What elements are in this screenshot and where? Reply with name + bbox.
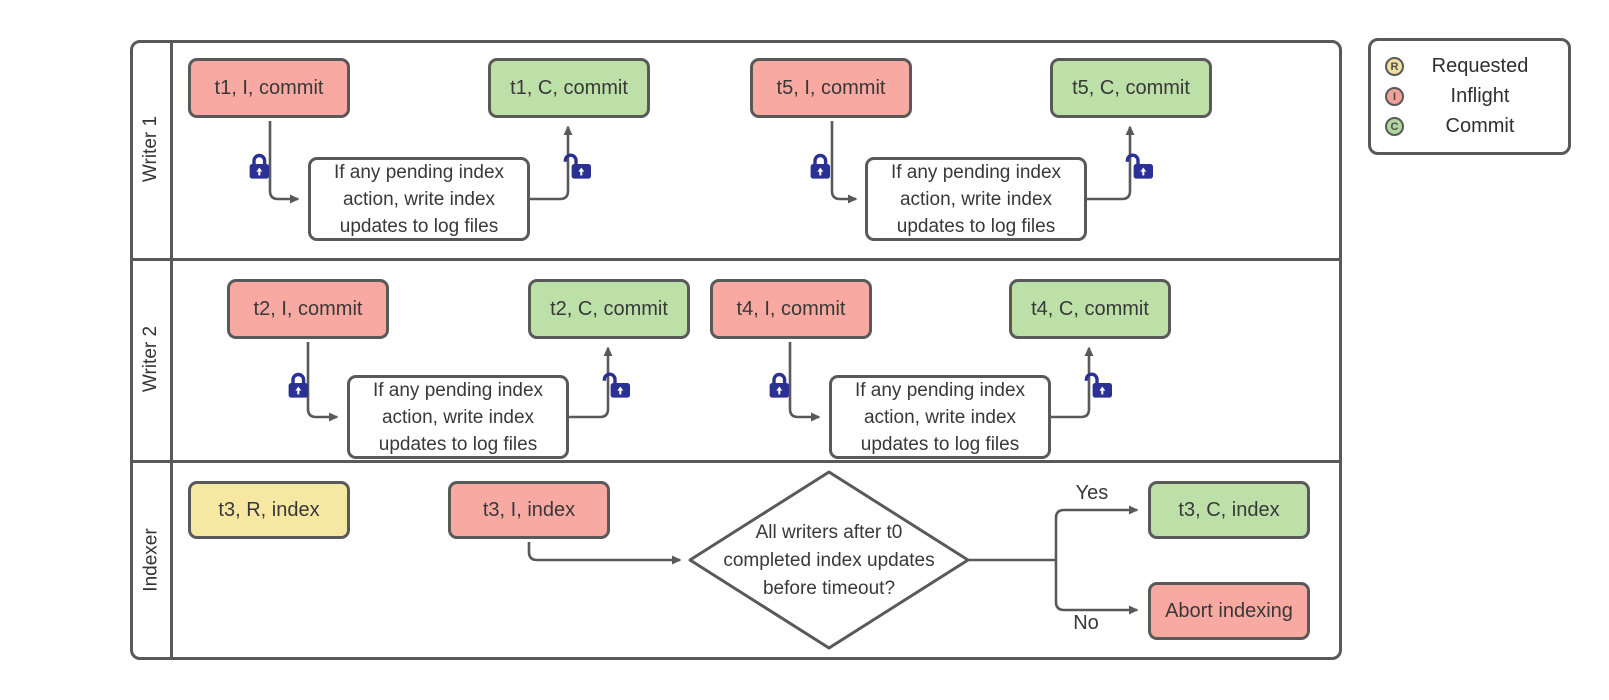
node-t1-commit: t1, C, commit	[488, 58, 650, 118]
lock-icon	[286, 372, 310, 400]
node-t4-process: If any pending index action, write index…	[829, 375, 1051, 459]
requested-state-icon: R	[1385, 57, 1404, 76]
decision-diamond	[688, 470, 970, 650]
node-t4-commit: t4, C, commit	[1009, 279, 1171, 339]
legend-label-inflight: Inflight	[1450, 85, 1510, 107]
decision-question: All writers after t0 completed index upd…	[723, 522, 935, 599]
connector-t5-inflight-to-process	[830, 121, 858, 204]
connector-t1-inflight-to-process	[268, 121, 300, 204]
legend-row-requested: R Requested	[1385, 55, 1556, 78]
node-t5-inflight: t5, I, commit	[750, 58, 912, 118]
node-t5-commit: t5, C, commit	[1050, 58, 1212, 118]
connector-t2-process-to-commit	[569, 346, 613, 419]
connector-t3-inflight-to-decision	[527, 542, 682, 565]
lane-separator-2	[130, 460, 1342, 463]
connector-no-branch	[1054, 560, 1139, 615]
node-t2-process: If any pending index action, write index…	[347, 375, 569, 459]
node-t5-process: If any pending index action, write index…	[865, 157, 1087, 241]
node-t3-inflight: t3, I, index	[448, 481, 610, 539]
node-t1-process: If any pending index action, write index…	[308, 157, 530, 241]
no-branch-label: No	[1073, 612, 1099, 634]
connector-t2-inflight-to-process	[306, 342, 339, 422]
node-t3-requested: t3, R, index	[188, 481, 350, 539]
legend: R Requested I Inflight C Commit	[1368, 38, 1571, 155]
lock-icon	[808, 153, 832, 181]
yes-branch-label: Yes	[1075, 482, 1109, 504]
legend-row-inflight: I Inflight	[1385, 85, 1556, 108]
node-t2-commit: t2, C, commit	[528, 279, 690, 339]
lane-label-divider	[170, 40, 173, 660]
lock-icon	[767, 372, 791, 400]
legend-label-commit: Commit	[1445, 115, 1515, 137]
connector-t1-process-to-commit	[530, 125, 573, 201]
node-t1-inflight: t1, I, commit	[188, 58, 350, 118]
commit-state-icon: C	[1385, 117, 1404, 136]
connector-yes-branch	[1054, 505, 1139, 560]
connector-t4-inflight-to-process	[788, 342, 821, 422]
connector-t4-process-to-commit	[1051, 346, 1094, 419]
legend-row-commit: C Commit	[1385, 115, 1556, 138]
legend-label-requested: Requested	[1431, 55, 1529, 77]
lane-separator-1	[130, 258, 1342, 261]
node-abort-indexing: Abort indexing	[1148, 582, 1310, 640]
inflight-state-icon: I	[1385, 87, 1404, 106]
node-t2-inflight: t2, I, commit	[227, 279, 389, 339]
node-t3-commit: t3, C, index	[1148, 481, 1310, 539]
node-t4-inflight: t4, I, commit	[710, 279, 872, 339]
connector-t5-process-to-commit	[1087, 125, 1135, 201]
lock-icon	[247, 153, 271, 181]
